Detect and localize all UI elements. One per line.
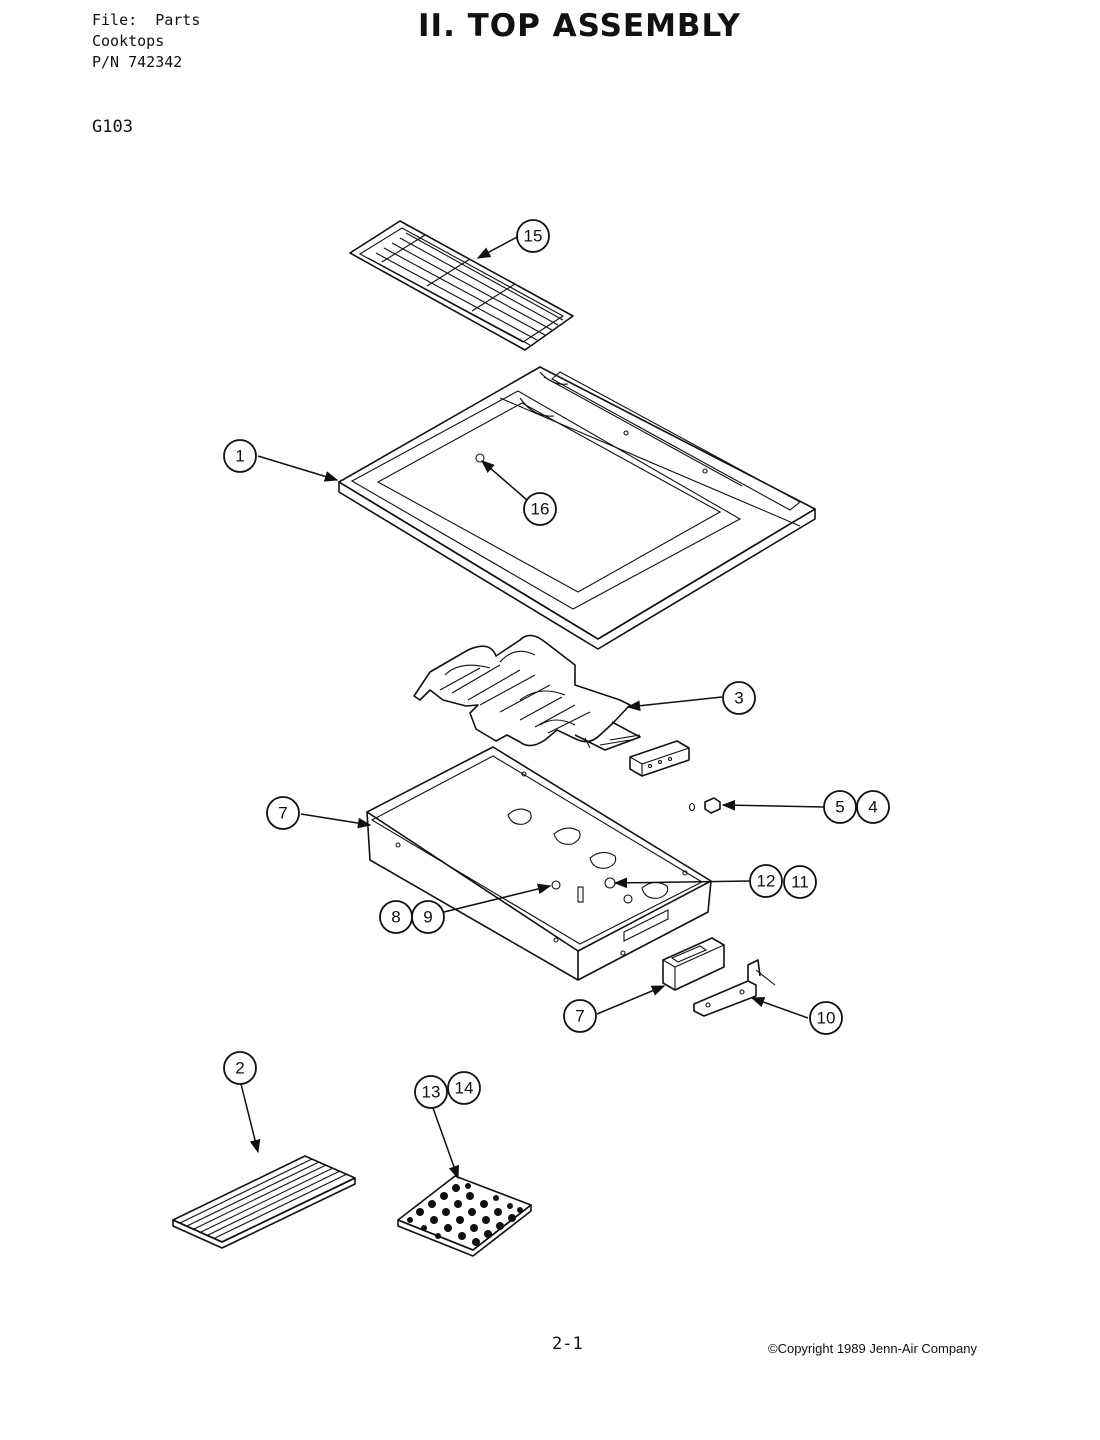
callout-15: 15 [516,219,550,253]
svg-text:10: 10 [817,1009,836,1028]
svg-text:7: 7 [575,1007,584,1026]
svg-text:14: 14 [455,1079,474,1098]
bracket-part [693,959,776,1017]
page-title: II. TOP ASSEMBLY [418,8,741,44]
callout-10: 10 [809,1001,843,1035]
header-meta: File: Parts Cooktops P/N 742342 [92,10,200,73]
terminal-block-part [629,740,721,814]
svg-text:3: 3 [734,689,743,708]
svg-text:11: 11 [791,873,809,892]
callout-14: 14 [447,1071,481,1105]
svg-text:9: 9 [423,908,432,927]
callout-3: 3 [722,681,756,715]
heating-element-part [413,634,641,751]
callout-1: 1 [223,439,257,473]
svg-text:5: 5 [835,798,844,817]
top-frame-part [338,366,816,650]
callout-5: 5 [823,790,857,824]
drip-pan-part [366,746,712,981]
rock-grate-part [397,1175,532,1257]
callout-9: 9 [411,900,445,934]
callout-7b: 7 [563,999,597,1033]
callout-4: 4 [856,790,890,824]
svg-text:8: 8 [391,908,400,927]
switch-housing-part [662,937,725,991]
callout-12: 12 [749,864,783,898]
model-code: G103 [92,117,133,137]
svg-text:7: 7 [278,804,287,823]
svg-text:12: 12 [757,872,776,891]
category-label: Cooktops [92,32,165,50]
svg-text:13: 13 [422,1083,441,1102]
grille-part [349,220,574,351]
callout-2: 2 [223,1051,257,1085]
svg-text:4: 4 [868,798,877,817]
callout-16: 16 [523,492,557,526]
callout-7a: 7 [266,796,300,830]
callout-11: 11 [783,865,817,899]
callout-8: 8 [379,900,413,934]
grill-plate-part [172,1155,356,1249]
svg-text:1: 1 [235,447,244,466]
svg-text:2: 2 [235,1059,244,1078]
svg-text:15: 15 [524,227,543,246]
part-number-label: P/N 742342 [92,53,183,71]
page-number: 2-1 [552,1334,583,1354]
svg-text:16: 16 [531,500,550,519]
file-label: File: Parts [92,11,201,29]
callout-13: 13 [414,1075,448,1109]
leader-lines [240,235,825,1180]
copyright-notice: ©Copyright 1989 Jenn-Air Company [768,1341,978,1356]
